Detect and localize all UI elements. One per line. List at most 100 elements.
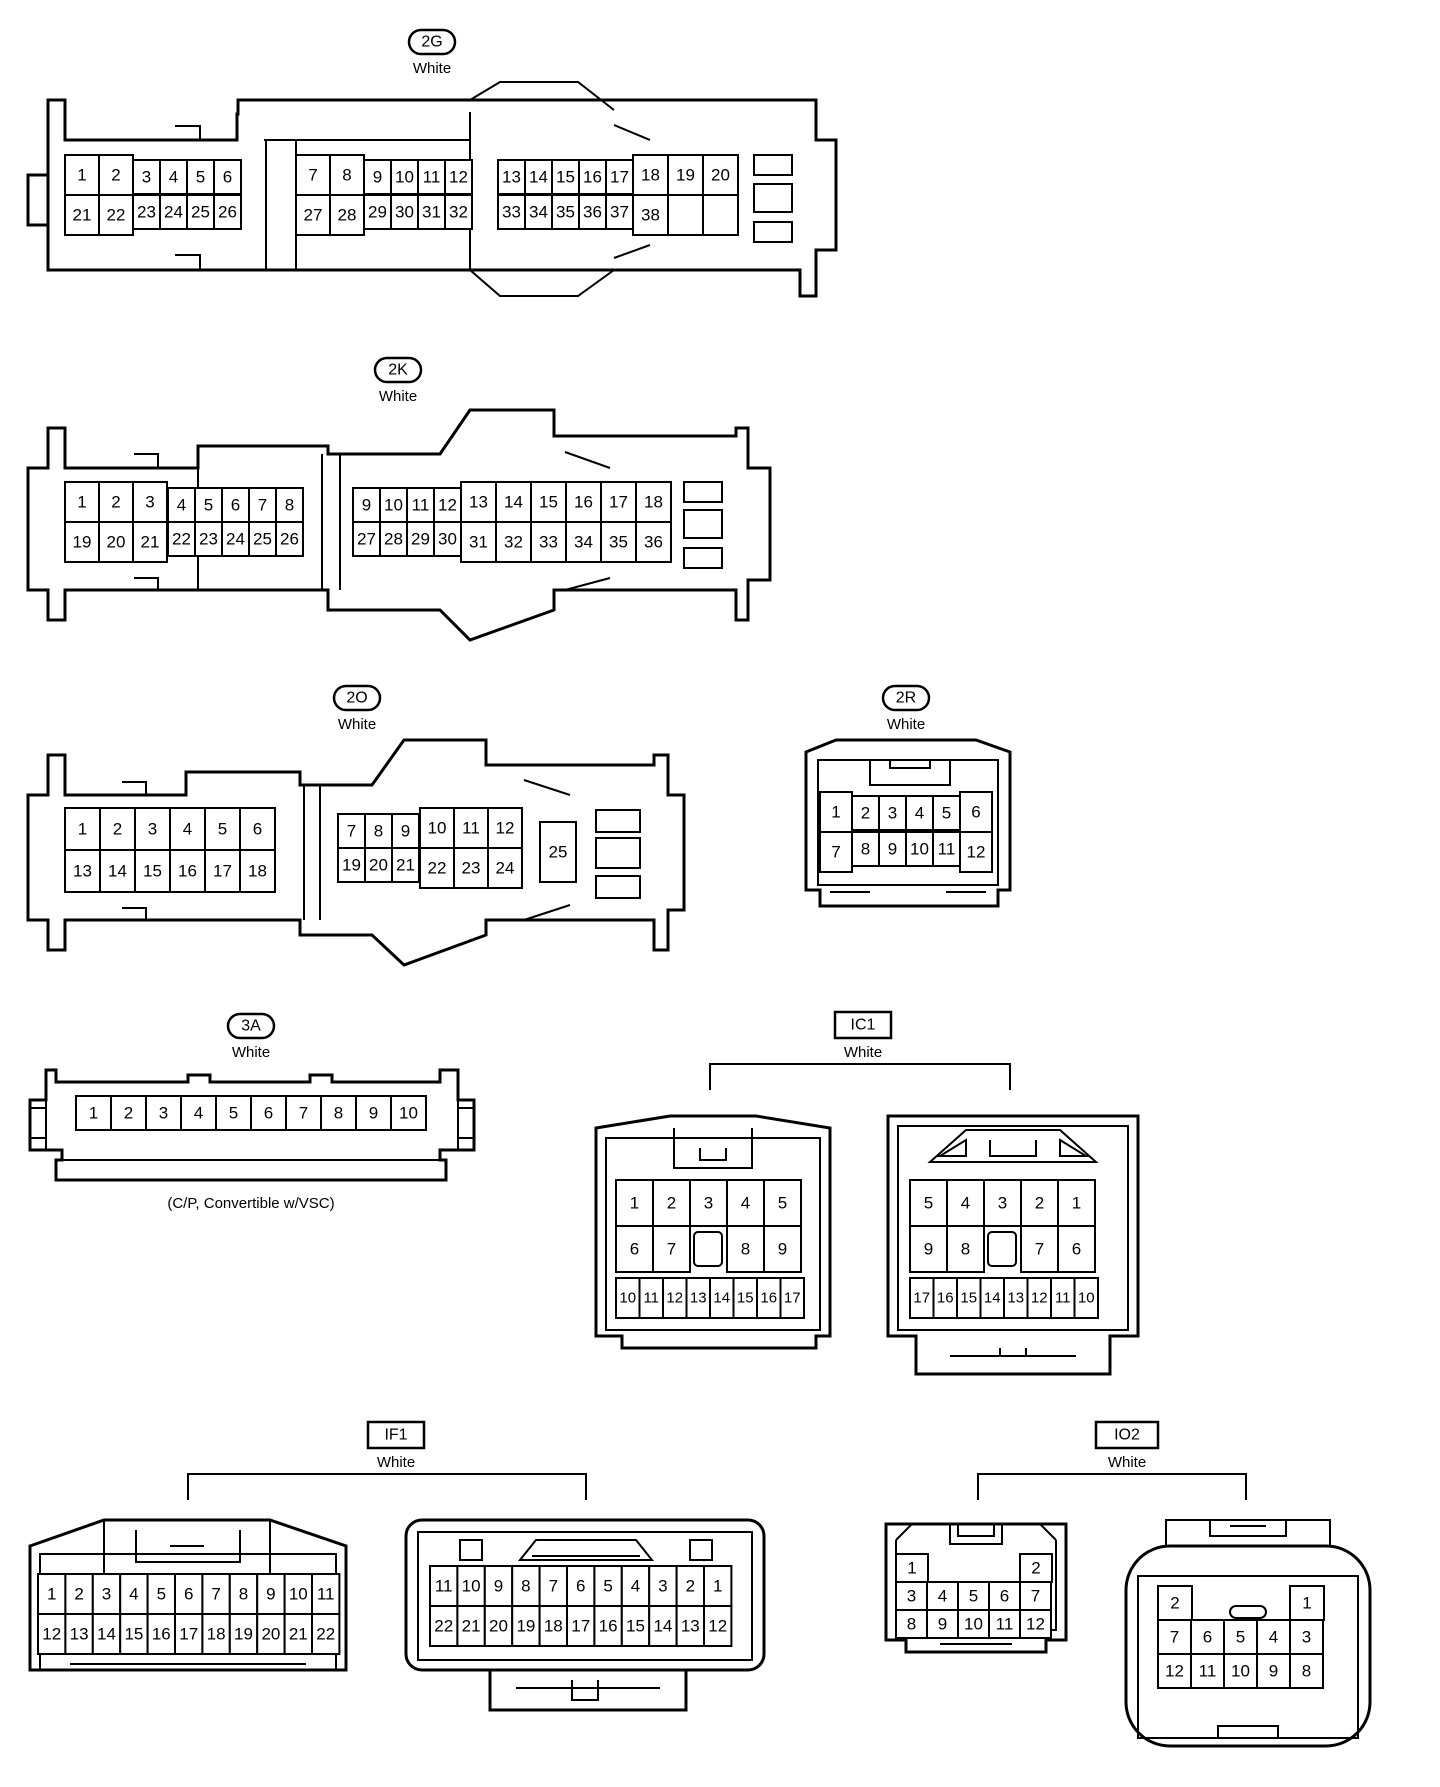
pin-number: 10 bbox=[1231, 1662, 1250, 1681]
pin-cavity bbox=[119, 1573, 149, 1615]
pin-number: 2 bbox=[111, 493, 120, 512]
housing-outline bbox=[884, 1522, 1068, 1654]
pin-number: 3 bbox=[102, 1585, 111, 1604]
pin-number: 10 bbox=[428, 819, 447, 838]
pin-number: 15 bbox=[143, 862, 162, 881]
pin-cavity bbox=[1019, 1581, 1052, 1611]
pin-number: 1 bbox=[1302, 1594, 1311, 1613]
housing-tabs bbox=[175, 125, 201, 270]
pin-cavity bbox=[98, 194, 134, 236]
pin-number: 17 bbox=[213, 862, 232, 881]
pin-number: 11 bbox=[435, 1577, 453, 1596]
pin-cavity bbox=[878, 795, 907, 831]
pin-number: 13 bbox=[690, 1290, 707, 1307]
pin-number: 2 bbox=[124, 1104, 133, 1123]
pin-number: 4 bbox=[1269, 1628, 1278, 1647]
pin-cavity bbox=[295, 154, 331, 196]
housing-inner bbox=[605, 1137, 821, 1331]
pin-number: 2 bbox=[861, 804, 870, 823]
pin-cavity bbox=[615, 1225, 654, 1273]
pin-number: 17 bbox=[610, 168, 629, 187]
latch bbox=[927, 1129, 1099, 1163]
pin-cavity bbox=[648, 1565, 678, 1607]
pin-number: 10 bbox=[910, 840, 929, 859]
pin-number: 9 bbox=[266, 1585, 275, 1604]
pin-number: 5 bbox=[969, 1587, 978, 1606]
pin-number: 15 bbox=[626, 1617, 645, 1636]
pin-number: 11 bbox=[317, 1585, 335, 1604]
keying-slot bbox=[595, 809, 641, 833]
pin-cavity bbox=[379, 521, 408, 557]
connector-2O-housing bbox=[26, 738, 686, 967]
pin-number: 6 bbox=[1203, 1628, 1212, 1647]
pin-cavity bbox=[204, 849, 241, 893]
connector-IO2-tag: IO2 White bbox=[977, 1420, 1247, 1500]
pin-number: 4 bbox=[194, 1104, 203, 1123]
pin-number: 22 bbox=[316, 1625, 335, 1644]
keying-slot bbox=[683, 481, 723, 503]
pin-cavity bbox=[689, 1179, 728, 1227]
keying-slot bbox=[753, 221, 793, 243]
pin-number: 10 bbox=[384, 496, 403, 515]
pin-cavity bbox=[524, 159, 553, 195]
housing-outline bbox=[26, 738, 686, 967]
pin-number: 24 bbox=[226, 530, 245, 549]
pin-cavity bbox=[1256, 1653, 1291, 1689]
pin-cavity bbox=[99, 807, 136, 851]
pin-cavity bbox=[530, 521, 567, 563]
connector-IC1-bracket bbox=[709, 1063, 1011, 1090]
pin-cavity bbox=[239, 807, 276, 851]
housing-inner bbox=[1137, 1575, 1359, 1739]
pin-number: 9 bbox=[1269, 1662, 1278, 1681]
pin-number: 1 bbox=[907, 1559, 916, 1578]
pin-cavity bbox=[453, 847, 489, 889]
pin-cavity bbox=[134, 849, 171, 893]
housing-inner bbox=[817, 759, 999, 886]
pin-cavity bbox=[959, 831, 993, 873]
pin-number: 9 bbox=[938, 1615, 947, 1634]
pin-number: 33 bbox=[539, 533, 558, 552]
pin-cavity bbox=[779, 1277, 805, 1319]
pin-cavity bbox=[620, 1605, 651, 1647]
pin-cavity bbox=[703, 1605, 733, 1647]
pin-cavity bbox=[1020, 1225, 1059, 1273]
pin-number: 3 bbox=[148, 820, 157, 839]
pin-number: 7 bbox=[258, 496, 267, 515]
pin-number: 10 bbox=[395, 168, 414, 187]
pin-number: 2 bbox=[686, 1577, 695, 1596]
housing-outline bbox=[886, 1114, 1140, 1376]
pin-number: 30 bbox=[395, 203, 414, 222]
pin-number: 12 bbox=[449, 168, 468, 187]
pin-cavity bbox=[702, 194, 739, 236]
pin-number: 26 bbox=[218, 203, 237, 222]
pin-number: 4 bbox=[961, 1194, 970, 1213]
connector-IO2-color: White bbox=[1108, 1454, 1146, 1471]
pin-number: 8 bbox=[907, 1615, 916, 1634]
pin-cavity bbox=[593, 1605, 623, 1647]
pin-number: 16 bbox=[760, 1290, 777, 1307]
pin-cavity bbox=[419, 807, 455, 849]
pin-cavity bbox=[1289, 1585, 1325, 1621]
pin-number: 4 bbox=[177, 496, 186, 515]
pin-cavity bbox=[1223, 1653, 1258, 1689]
pin-number: 17 bbox=[609, 493, 628, 512]
pin-number: 21 bbox=[141, 533, 160, 552]
pin-cavity bbox=[250, 1095, 287, 1131]
pin-number: 6 bbox=[253, 820, 262, 839]
pin-cavity bbox=[320, 1095, 357, 1131]
pin-number: 15 bbox=[556, 168, 575, 187]
pin-number: 23 bbox=[199, 530, 218, 549]
pin-number: 7 bbox=[1035, 1240, 1044, 1259]
pin-cavity bbox=[215, 1095, 252, 1131]
pin-number: 4 bbox=[915, 804, 924, 823]
housing-inner bbox=[417, 1531, 753, 1661]
housing-outline bbox=[1124, 1544, 1372, 1748]
pin-number: 24 bbox=[164, 203, 183, 222]
pin-cavity bbox=[186, 159, 215, 195]
connector-3A-housing: (C/P, Convertible w/VSC) bbox=[28, 1068, 476, 1212]
pin-number: 14 bbox=[529, 168, 548, 187]
connector-2R-color: White bbox=[887, 716, 925, 733]
